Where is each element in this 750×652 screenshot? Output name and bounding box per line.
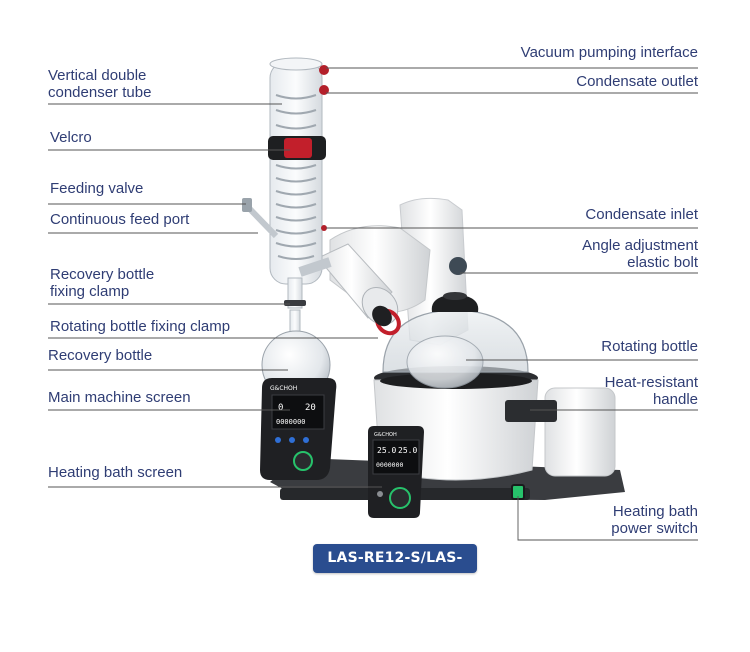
feeding-valve: [242, 198, 252, 212]
main-screen-right-value: 20: [305, 403, 316, 413]
label-line: Main machine screen: [48, 389, 191, 406]
label-line: Recovery bottle: [48, 347, 153, 364]
main-screen-button[interactable]: [275, 437, 281, 443]
label-velcro: Velcro: [50, 129, 92, 146]
label-line: Heating bath: [612, 503, 698, 520]
label-line: elastic bolt: [627, 254, 698, 271]
main-screen-button[interactable]: [303, 437, 309, 443]
label-line: power switch: [611, 520, 698, 537]
main-screen-bottom-value: 0000000: [276, 418, 306, 426]
rotating-bottle-flask: [406, 335, 484, 389]
main-screen-brand: G&CHOH: [270, 385, 297, 392]
bath-screen-bottom-value: 0000000: [376, 461, 403, 469]
label-heating-bath-screen: Heating bath screen: [48, 464, 182, 481]
inlet-port: [321, 225, 327, 231]
outlet-port: [319, 85, 329, 95]
dome-knob: [431, 296, 479, 312]
label-line: Feeding valve: [50, 180, 144, 197]
label-line: handle: [652, 391, 698, 408]
label-condensate-inlet: Condensate inlet: [585, 206, 698, 223]
model-badge: LAS-RE12-S/LAS-RE30-S: [313, 544, 477, 595]
label-vacuum-pumping-interface: Vacuum pumping interface: [521, 44, 698, 61]
bath-screen-knob[interactable]: [389, 487, 411, 509]
label-line: Heat-resistant: [604, 374, 698, 391]
recovery-clamp: [284, 300, 306, 306]
device-illustration: G&CHOH 0 20 0000000 G&CHOH 25.0 25.0 000…: [242, 57, 625, 518]
label-heat-resistant-handle: Heat-resistant handle: [605, 374, 698, 408]
label-line: Recovery bottle: [50, 266, 155, 283]
label-line: Rotating bottle: [601, 338, 698, 355]
label-line: Continuous feed port: [50, 211, 190, 228]
label-line: Vacuum pumping interface: [520, 44, 698, 61]
label-continuous-feed-port: Continuous feed port: [50, 211, 189, 228]
label-condensate-outlet: Condensate outlet: [576, 73, 698, 90]
leader-lines: [48, 67, 698, 541]
label-line: Vertical double: [48, 67, 147, 84]
label-heating-bath-power-switch: Heating bath power switch: [611, 503, 698, 537]
main-screen-knob[interactable]: [293, 451, 313, 471]
main-screen-button[interactable]: [289, 437, 295, 443]
condenser-coil: [275, 94, 317, 260]
handle: [505, 400, 557, 422]
label-line: Heating bath screen: [48, 464, 183, 481]
vacuum-port: [319, 65, 329, 75]
label-main-machine-screen: Main machine screen: [48, 389, 191, 406]
label-line: Angle adjustment: [582, 237, 698, 254]
label-feeding-valve: Feeding valve: [50, 180, 143, 197]
bath-screen-brand: G&CHOH: [374, 432, 397, 438]
leader-power-switch: [517, 496, 698, 541]
label-line: Velcro: [50, 129, 92, 146]
label-angle-adjustment-elastic-bolt: Angle adjustment elastic bolt: [582, 237, 698, 271]
label-rotating-bottle: Rotating bottle: [601, 338, 698, 355]
angle-bolt: [449, 257, 467, 275]
label-recovery-bottle-fixing-clamp: Recovery bottle fixing clamp: [50, 266, 154, 300]
label-line: condenser tube: [48, 84, 152, 101]
label-vertical-double-condenser-tube: Vertical double condenser tube: [48, 67, 151, 101]
bath-screen-top-left: 25.0: [377, 446, 396, 455]
label-line: Condensate outlet: [576, 73, 698, 90]
label-line: Rotating bottle fixing clamp: [50, 318, 231, 335]
label-line: Condensate inlet: [585, 206, 698, 223]
main-screen-left-value: 0: [278, 403, 283, 413]
bath-screen-top-right: 25.0: [398, 446, 417, 455]
label-rotating-bottle-fixing-clamp: Rotating bottle fixing clamp: [50, 318, 230, 335]
label-recovery-bottle: Recovery bottle: [48, 347, 152, 364]
label-line: fixing clamp: [50, 283, 130, 300]
bath-screen-button[interactable]: [377, 491, 383, 497]
